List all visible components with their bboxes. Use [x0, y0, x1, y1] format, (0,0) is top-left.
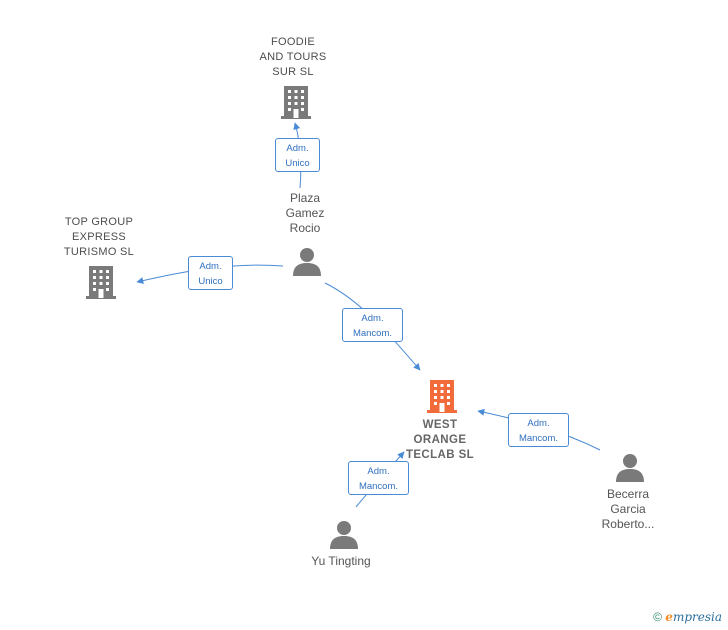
- person-label-line: Plaza: [289, 191, 321, 205]
- person-node-becerra[interactable]: Becerra Garcia Roberto...: [583, 487, 673, 532]
- edge-label-line: Adm.: [286, 143, 309, 154]
- edge-label-line: Mancom.: [358, 481, 399, 492]
- edge-label-line: Unico: [198, 276, 223, 287]
- edge-label-line: Unico: [285, 158, 310, 169]
- company-label-line: SUR SL: [272, 66, 314, 78]
- company-label-line: EXPRESS: [71, 231, 127, 243]
- person-label-yu: Yu Tingting: [296, 554, 386, 569]
- edge-label-plaza-westorange[interactable]: Adm. Mancom.: [342, 308, 403, 342]
- person-label-becerra: Becerra Garcia Roberto...: [583, 487, 673, 532]
- edge-label-line: Adm.: [199, 261, 222, 272]
- company-node-topgroup[interactable]: TOP GROUP EXPRESS TURISMO SL: [49, 215, 149, 260]
- company-label-foodie: FOODIE AND TOURS SUR SL: [243, 35, 343, 80]
- person-label-line: Roberto...: [601, 517, 655, 531]
- edge-label-line: Mancom.: [352, 328, 393, 339]
- company-label-westorange: WEST ORANGE TECLAB SL: [390, 418, 490, 463]
- company-label-line: TOP GROUP: [64, 216, 134, 228]
- company-node-westorange[interactable]: WEST ORANGE TECLAB SL: [390, 418, 490, 463]
- person-label-line: Garcia: [610, 502, 646, 516]
- person-label-line: Becerra: [606, 487, 650, 501]
- edge-label-becerra-westorange[interactable]: Adm. Mancom.: [508, 413, 569, 447]
- person-label-line: Gamez: [285, 206, 325, 220]
- person-node-plaza[interactable]: Plaza Gamez Rocio: [265, 191, 345, 236]
- company-label-line: FOODIE: [271, 36, 315, 48]
- company-label-line: WEST: [422, 419, 458, 431]
- edge-label-plaza-topgroup[interactable]: Adm. Unico: [188, 256, 233, 290]
- building-icon[interactable]: [426, 378, 458, 414]
- brand-logo-e: e: [665, 610, 673, 624]
- person-label-line: Yu Tingting: [311, 554, 371, 568]
- building-icon[interactable]: [85, 264, 117, 300]
- building-icon[interactable]: [280, 84, 312, 120]
- copyright-icon: ©: [653, 610, 662, 624]
- company-label-line: AND TOURS: [259, 51, 327, 63]
- person-label-plaza: Plaza Gamez Rocio: [265, 191, 345, 236]
- edge-label-line: Mancom.: [518, 433, 559, 444]
- person-node-yu[interactable]: Yu Tingting: [296, 554, 386, 569]
- person-icon[interactable]: [615, 452, 645, 482]
- company-node-foodie[interactable]: FOODIE AND TOURS SUR SL: [243, 35, 343, 80]
- edge-label-yu-westorange[interactable]: Adm. Mancom.: [348, 461, 409, 495]
- company-label-line: TURISMO SL: [63, 246, 135, 258]
- edge-label-line: Adm.: [527, 418, 550, 429]
- person-label-line: Rocio: [289, 221, 321, 235]
- company-label-line: TECLAB SL: [405, 449, 475, 461]
- company-label-line: ORANGE: [413, 434, 467, 446]
- person-icon[interactable]: [292, 246, 322, 276]
- brand-logo: empresia: [665, 610, 722, 624]
- person-icon[interactable]: [329, 519, 359, 549]
- edge-label-line: Adm.: [361, 313, 384, 324]
- footer-brand: © empresia: [653, 610, 722, 624]
- edge-label-plaza-foodie[interactable]: Adm. Unico: [275, 138, 320, 172]
- company-label-topgroup: TOP GROUP EXPRESS TURISMO SL: [49, 215, 149, 260]
- edge-label-line: Adm.: [367, 466, 390, 477]
- brand-logo-rest: mpresia: [672, 610, 722, 624]
